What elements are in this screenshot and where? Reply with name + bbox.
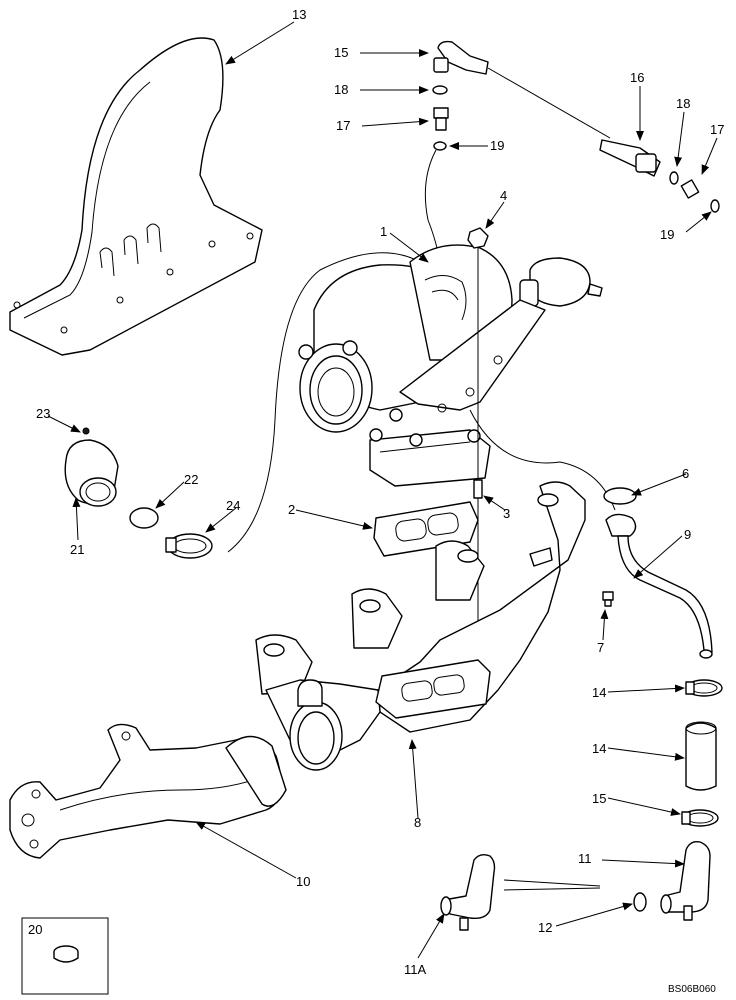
- callout-12: 12: [538, 920, 552, 935]
- part-15-hose-clamp-lower: [681, 809, 719, 827]
- part-4-nut: [467, 227, 489, 249]
- callout-11: 11: [578, 851, 592, 866]
- part-20-inset: [21, 917, 109, 995]
- part-1-turbocharger: [298, 244, 603, 487]
- part-11A-pipe-elbow: [440, 853, 496, 931]
- callout-18b: 18: [676, 96, 690, 111]
- part-18-o-ring-upper: [432, 85, 448, 95]
- callout-23: 23: [36, 406, 50, 421]
- part-10-oil-drain-tube: [605, 513, 713, 659]
- callout-3: 3: [503, 506, 510, 521]
- part-18-o-ring-lower: [669, 171, 679, 185]
- callout-4: 4: [500, 188, 507, 203]
- callout-17b: 17: [710, 122, 724, 137]
- part-16-oil-line-lower: [599, 139, 661, 177]
- callout-21: 21: [70, 542, 84, 557]
- part-23-plug: [82, 427, 90, 435]
- part-17-fitting-upper: [433, 107, 449, 131]
- callout-15b: 15: [592, 791, 606, 806]
- callout-labels: 13 15 16 18 18 17 17 19 19 4 1 23 6 22 3…: [28, 7, 724, 995]
- part-19-seal-upper: [433, 141, 447, 151]
- part-17-fitting-lower: [680, 179, 700, 199]
- part-9-exhaust-manifold-front: [9, 723, 287, 859]
- callout-9: 10: [296, 874, 310, 889]
- callout-13: 13: [292, 7, 306, 22]
- part-7-bolt: [602, 591, 614, 607]
- callout-24: 24: [226, 498, 240, 513]
- callout-11A: 11A: [404, 962, 426, 977]
- callout-18a: 18: [334, 82, 348, 97]
- callout-8: 8: [414, 815, 421, 830]
- callout-15a: 14: [592, 685, 606, 700]
- callout-6: 6: [682, 466, 689, 481]
- leader-lines: [47, 21, 718, 959]
- callout-1: 1: [380, 224, 387, 239]
- part-19-seal-lower: [710, 199, 720, 213]
- callout-19a: 19: [490, 138, 504, 153]
- inset-label-20: 20: [28, 922, 42, 937]
- part-14-hose: [685, 721, 717, 791]
- part-15-hose-clamp-upper: [685, 679, 723, 697]
- part-8-exhaust-manifold: [255, 481, 586, 771]
- callout-7: 7: [597, 640, 604, 655]
- part-21-elbow-adapter: [64, 439, 119, 507]
- part-13-intake-housing: [9, 37, 263, 356]
- callout-17a: 17: [336, 118, 350, 133]
- drain-hose-loop: [227, 252, 421, 553]
- callout-16b: 16: [630, 70, 644, 85]
- callout-2: 2: [288, 502, 295, 517]
- callout-14-text: 14: [592, 741, 606, 756]
- part-24-clamp: [165, 533, 213, 559]
- part-16-oil-line-upper: [433, 40, 611, 139]
- figure-code: BS06B060: [668, 984, 716, 995]
- part-11-pipe-elbow: [660, 840, 711, 921]
- part-3-stud: [473, 479, 483, 499]
- callout-22: 22: [184, 472, 198, 487]
- callout-19b: 19: [660, 227, 674, 242]
- part-22-o-ring: [129, 507, 159, 529]
- callout-10: 9: [684, 527, 691, 542]
- callout-16a: 15: [334, 45, 348, 60]
- part-12-o-ring: [633, 892, 647, 912]
- part-6-flange-gasket: [603, 487, 637, 505]
